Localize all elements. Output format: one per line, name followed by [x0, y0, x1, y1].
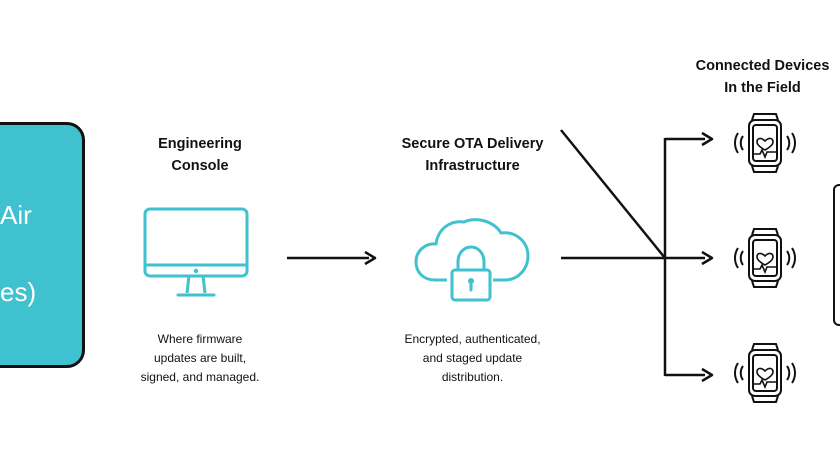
- branch-arrows: [560, 129, 714, 383]
- arrowhead-top: [701, 131, 714, 147]
- devices-title-line1: Connected Devices: [695, 58, 830, 74]
- monitor-icon: [143, 207, 249, 297]
- console-title: Engineering Console: [120, 133, 280, 177]
- arrowhead-bottom: [701, 367, 714, 383]
- delivery-caption: Encrypted, authenticated, and staged upd…: [375, 330, 570, 387]
- delivery-title-line1: Secure OTA Delivery: [401, 136, 544, 152]
- smartwatch-heart-icon: [734, 113, 796, 173]
- arrow-console-to-delivery: [287, 250, 377, 266]
- smartwatch-heart-icon: [734, 343, 796, 403]
- delivery-title: Secure OTA Delivery Infrastructure: [380, 133, 565, 177]
- devices-title-line2: In the Field: [724, 80, 801, 96]
- console-caption-line3: signed, and managed.: [140, 370, 260, 384]
- delivery-caption-line3: distribution.: [441, 370, 504, 384]
- smartwatch-heart-icon: [734, 228, 796, 288]
- left-panel-line1: Air: [0, 200, 32, 230]
- arrowhead-middle: [701, 250, 714, 266]
- devices-title: Connected Devices In the Field: [680, 55, 840, 99]
- left-panel: [0, 122, 85, 368]
- console-caption-line2: updates are built,: [153, 351, 247, 365]
- console-title-line1: Engineering: [158, 136, 242, 152]
- delivery-title-line2: Infrastructure: [425, 158, 520, 174]
- cloud-lock-icon: [414, 218, 530, 302]
- console-caption: Where firmware updates are built, signed…: [110, 330, 290, 387]
- delivery-caption-line1: Encrypted, authenticated,: [404, 332, 541, 346]
- trunk-line: [560, 129, 666, 259]
- left-panel-line2: es): [0, 277, 37, 307]
- right-panel-edge: [833, 184, 840, 326]
- console-caption-line1: Where firmware: [157, 332, 243, 346]
- console-title-line2: Console: [171, 158, 229, 174]
- delivery-caption-line2: and staged update: [422, 351, 523, 365]
